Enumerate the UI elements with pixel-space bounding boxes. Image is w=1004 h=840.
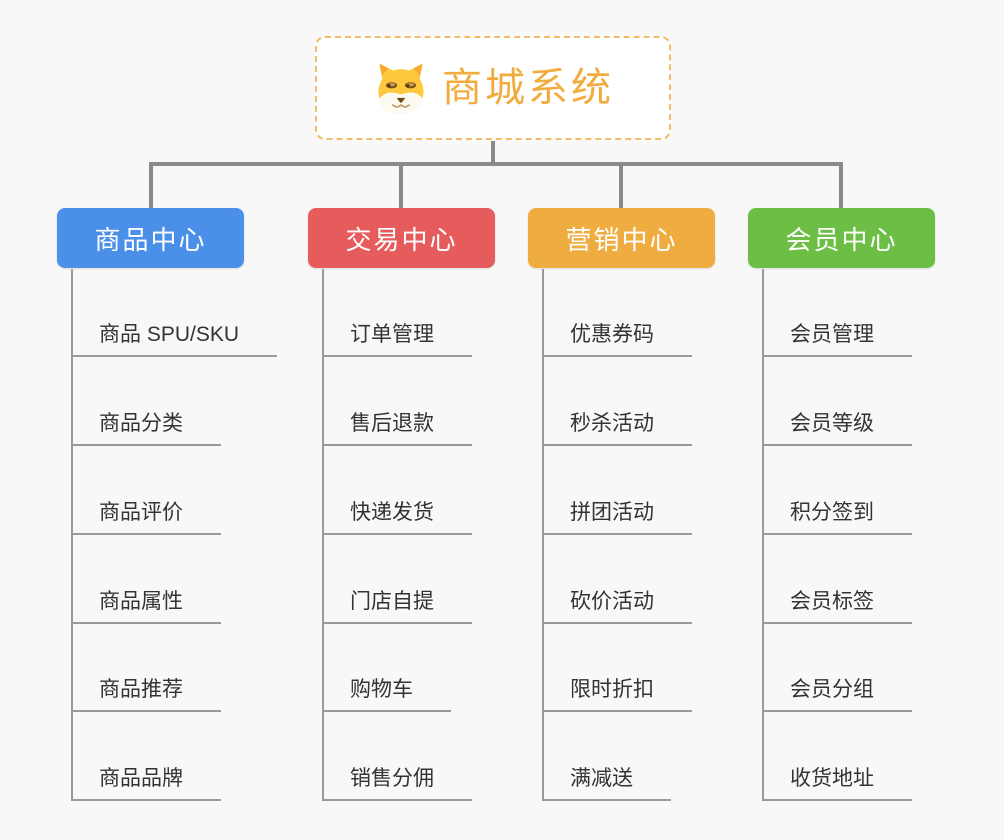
connector-drop-trade xyxy=(399,166,403,208)
leaf-item[interactable]: 门店自提 xyxy=(322,589,472,624)
leaf-item[interactable]: 订单管理 xyxy=(322,322,472,357)
branch-member-center: 会员中心 会员管理 会员等级 积分签到 会员标签 会员分组 收货地址 xyxy=(748,208,988,808)
branch-trunk-line xyxy=(71,269,73,801)
root-node[interactable]: 商城系统 xyxy=(315,36,671,140)
branch-trunk-line xyxy=(542,269,544,801)
branch-trunk-line xyxy=(762,269,764,801)
leaf-item[interactable]: 购物车 xyxy=(322,677,451,712)
leaf-item[interactable]: 商品品牌 xyxy=(71,766,221,801)
root-title: 商城系统 xyxy=(442,66,614,110)
branch-header-product[interactable]: 商品中心 xyxy=(57,208,244,268)
leaf-item[interactable]: 会员分组 xyxy=(762,677,912,712)
branch-header-member[interactable]: 会员中心 xyxy=(748,208,935,268)
leaf-item[interactable]: 快递发货 xyxy=(322,500,472,535)
leaf-item[interactable]: 商品推荐 xyxy=(71,677,221,712)
leaf-item[interactable]: 商品 SPU/SKU xyxy=(71,322,278,357)
leaf-item[interactable]: 商品评价 xyxy=(71,500,221,535)
connector-drop-product xyxy=(149,166,153,208)
shiba-dog-icon xyxy=(372,61,430,115)
branch-header-trade[interactable]: 交易中心 xyxy=(308,208,495,268)
branch-marketing-center: 营销中心 优惠券码 秒杀活动 拼团活动 砍价活动 限时折扣 满减送 xyxy=(528,208,768,808)
leaf-item[interactable]: 满减送 xyxy=(542,766,671,801)
leaf-item[interactable]: 积分签到 xyxy=(762,500,912,535)
leaf-item[interactable]: 秒杀活动 xyxy=(542,411,692,446)
leaf-item[interactable]: 会员标签 xyxy=(762,589,912,624)
branch-trunk-line xyxy=(322,269,324,801)
leaf-item[interactable]: 拼团活动 xyxy=(542,500,692,535)
branch-trade-center: 交易中心 订单管理 售后退款 快递发货 门店自提 购物车 销售分佣 xyxy=(308,208,548,808)
leaf-item[interactable]: 优惠券码 xyxy=(542,322,692,357)
connector-horizontal-rail xyxy=(149,162,843,166)
leaf-item[interactable]: 商品属性 xyxy=(71,589,221,624)
connector-drop-member xyxy=(839,166,843,208)
leaf-item[interactable]: 收货地址 xyxy=(762,766,912,801)
leaf-item[interactable]: 商品分类 xyxy=(71,411,221,446)
leaf-item[interactable]: 砍价活动 xyxy=(542,589,692,624)
leaf-item[interactable]: 销售分佣 xyxy=(322,766,472,801)
leaf-item[interactable]: 会员管理 xyxy=(762,322,912,357)
connector-root-trunk xyxy=(491,141,495,166)
leaf-item[interactable]: 售后退款 xyxy=(322,411,472,446)
leaf-item[interactable]: 限时折扣 xyxy=(542,677,692,712)
leaf-item[interactable]: 会员等级 xyxy=(762,411,912,446)
branch-header-marketing[interactable]: 营销中心 xyxy=(528,208,715,268)
connector-drop-marketing xyxy=(619,166,623,208)
branch-product-center: 商品中心 商品 SPU/SKU 商品分类 商品评价 商品属性 商品推荐 商品品牌 xyxy=(57,208,297,808)
